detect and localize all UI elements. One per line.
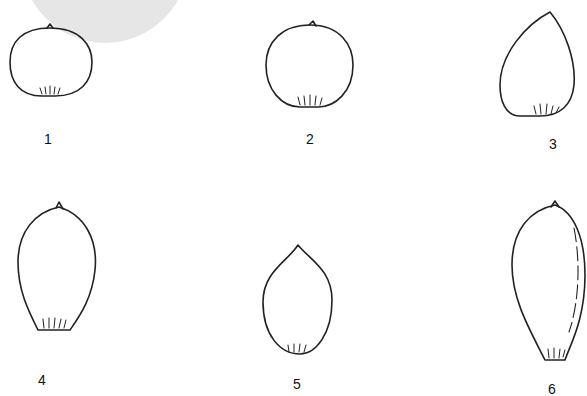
shape-2 (266, 21, 353, 107)
callout-number: 4 (38, 372, 46, 388)
shape-5 (263, 245, 332, 354)
callout-number: 3 (549, 136, 557, 152)
shape-1 (10, 24, 92, 96)
callout-number: 6 (548, 381, 556, 396)
watermark-circle (20, 0, 190, 43)
shape-4 (18, 202, 95, 330)
shape-6 (512, 201, 585, 360)
callout-number: 2 (306, 131, 314, 147)
callout-number: 5 (293, 376, 301, 392)
shape-3 (500, 12, 574, 116)
callout-number: 1 (44, 131, 52, 147)
